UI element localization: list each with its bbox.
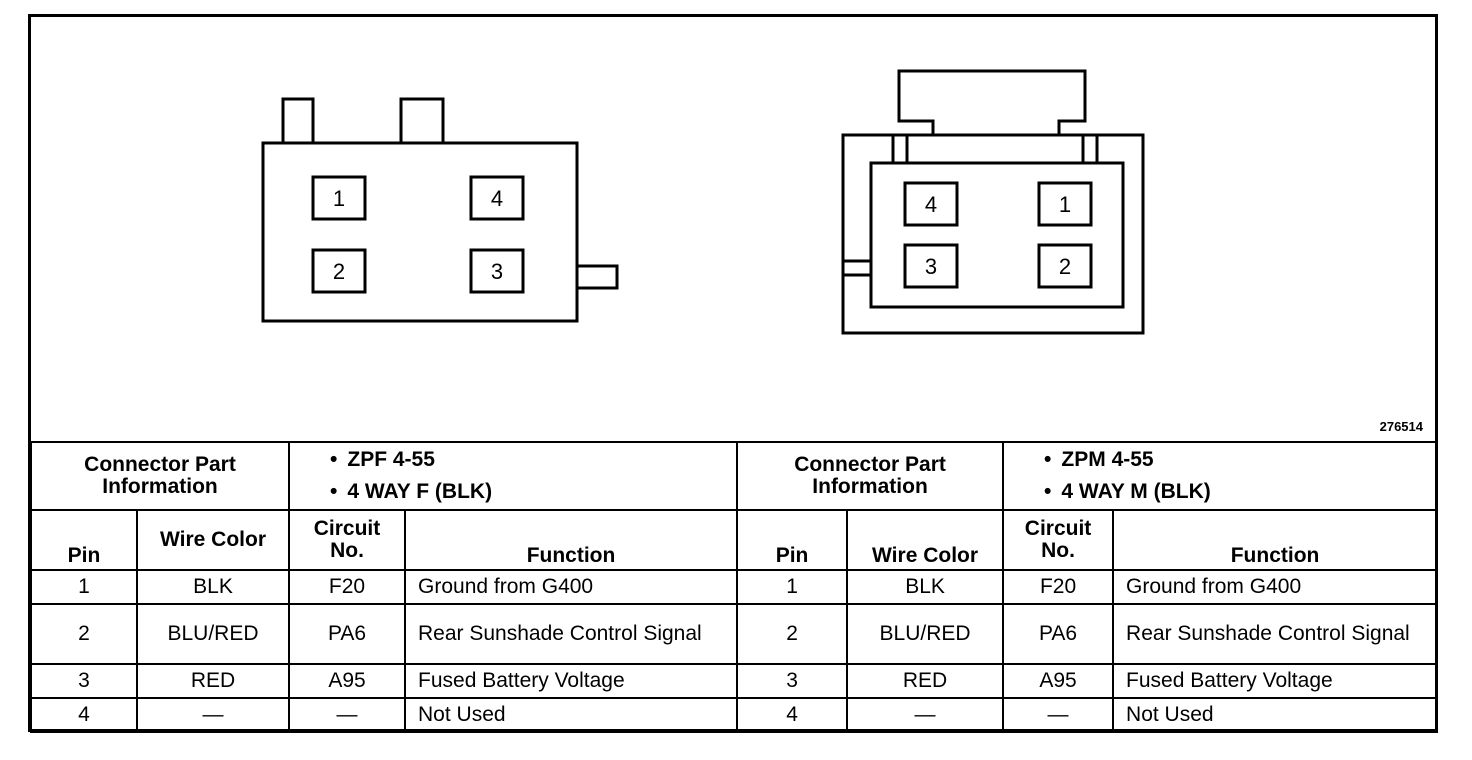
left-row-1-wire: BLK [135,569,291,605]
left-pin-1-cavity [311,175,367,221]
connector-table: Connector Part Information ZPF 4-55 4 WA… [29,441,1439,733]
right-pin-2-label: 2 [1059,254,1071,279]
left-row-2-pin: 2 [30,603,138,665]
right-connector-drawing [841,69,1145,335]
left-row-3-pin: 3 [30,663,138,699]
right-pin-2-cavity [1037,243,1093,289]
table-row: 1 BLK F20 Ground from G400 1 BLK F20 Gro… [30,569,1439,605]
right-pin-header: Pin [736,509,849,571]
table-row: 4 — — Not Used 4 — — Not Used [30,697,1439,733]
left-row-1-circuit: F20 [288,569,407,605]
left-row-2-circuit: PA6 [288,603,407,665]
left-row-3-wire: RED [135,663,291,699]
right-row-2-pin: 2 [736,603,849,665]
right-row-4-pin: 4 [736,697,849,733]
figure-id: 276514 [1379,419,1423,434]
right-connector-insert [869,161,1125,309]
left-circuit-header: Circuit No. [288,509,407,571]
left-part-info-label: Connector Part Information [29,441,291,511]
column-header-row: Pin Wire Color Circuit No. Function Pin … [30,509,1439,571]
left-pin-1-label: 1 [333,186,345,211]
left-pin-4-label: 4 [491,186,503,211]
right-pin-1-cavity [1037,181,1093,227]
right-part-info: ZPM 4-55 4 WAY M (BLK) [1002,441,1439,511]
left-row-4-wire: — [135,697,291,733]
left-part-description: 4 WAY F (BLK) [330,476,732,508]
right-row-4-circuit: — [1002,697,1115,733]
left-row-4-circuit: — [288,697,407,733]
left-connector-body [261,141,579,323]
right-latch-bridge [897,69,1087,135]
left-row-1-pin: 1 [30,569,138,605]
right-row-2-function: Rear Sunshade Control Signal [1112,603,1439,665]
left-pin-4-cavity [469,175,525,221]
right-row-3-circuit: A95 [1002,663,1115,699]
left-latch-tab-b [399,97,445,145]
right-pin-3-cavity [903,243,959,289]
right-pin-1-label: 1 [1059,192,1071,217]
left-part-number: ZPF 4-55 [330,444,732,476]
right-row-2-circuit: PA6 [1002,603,1115,665]
left-row-2-function: Rear Sunshade Control Signal [404,603,739,665]
left-row-3-function: Fused Battery Voltage [404,663,739,699]
left-pin-2-cavity [311,248,367,294]
right-row-4-wire: — [846,697,1005,733]
left-row-4-function: Not Used [404,697,739,733]
left-latch-tab-a [281,97,315,145]
connector-sheet: 1 4 2 3 4 1 3 2 276514 [28,14,1439,733]
right-row-3-pin: 3 [736,663,849,699]
left-row-1-function: Ground from G400 [404,569,739,605]
right-pin-4-cavity [903,181,959,227]
part-info-row: Connector Part Information ZPF 4-55 4 WA… [29,441,1439,511]
right-row-1-circuit: F20 [1002,569,1115,605]
left-wire-color-header: Wire Color [135,509,291,571]
right-part-description: 4 WAY M (BLK) [1044,476,1432,508]
right-row-3-function: Fused Battery Voltage [1112,663,1439,699]
left-part-info: ZPF 4-55 4 WAY F (BLK) [288,441,739,511]
connector-diagram: 1 4 2 3 4 1 3 2 [261,69,1145,335]
left-function-header: Function [404,509,739,571]
left-row-4-pin: 4 [30,697,138,733]
left-side-key [575,264,619,290]
right-circuit-header: Circuit No. [1002,509,1115,571]
right-part-info-label: Connector Part Information [736,441,1005,511]
right-row-2-wire: BLU/RED [846,603,1005,665]
right-pin-3-label: 3 [925,254,937,279]
left-row-3-circuit: A95 [288,663,407,699]
left-connector-drawing [261,97,619,323]
right-pin-4-label: 4 [925,192,937,217]
right-connector-shell [841,133,1145,335]
right-row-1-function: Ground from G400 [1112,569,1439,605]
right-wire-color-header: Wire Color [846,509,1005,571]
table-row: 2 BLU/RED PA6 Rear Sunshade Control Sign… [30,603,1439,665]
right-row-1-pin: 1 [736,569,849,605]
left-pin-3-label: 3 [491,259,503,284]
left-row-2-wire: BLU/RED [135,603,291,665]
left-pin-header: Pin [30,509,138,571]
right-function-header: Function [1112,509,1439,571]
right-row-1-wire: BLK [846,569,1005,605]
table-row: 3 RED A95 Fused Battery Voltage 3 RED A9… [30,663,1439,699]
right-row-4-function: Not Used [1112,697,1439,733]
left-pin-2-label: 2 [333,259,345,284]
right-row-3-wire: RED [846,663,1005,699]
left-pin-3-cavity [469,248,525,294]
right-part-number: ZPM 4-55 [1044,444,1432,476]
